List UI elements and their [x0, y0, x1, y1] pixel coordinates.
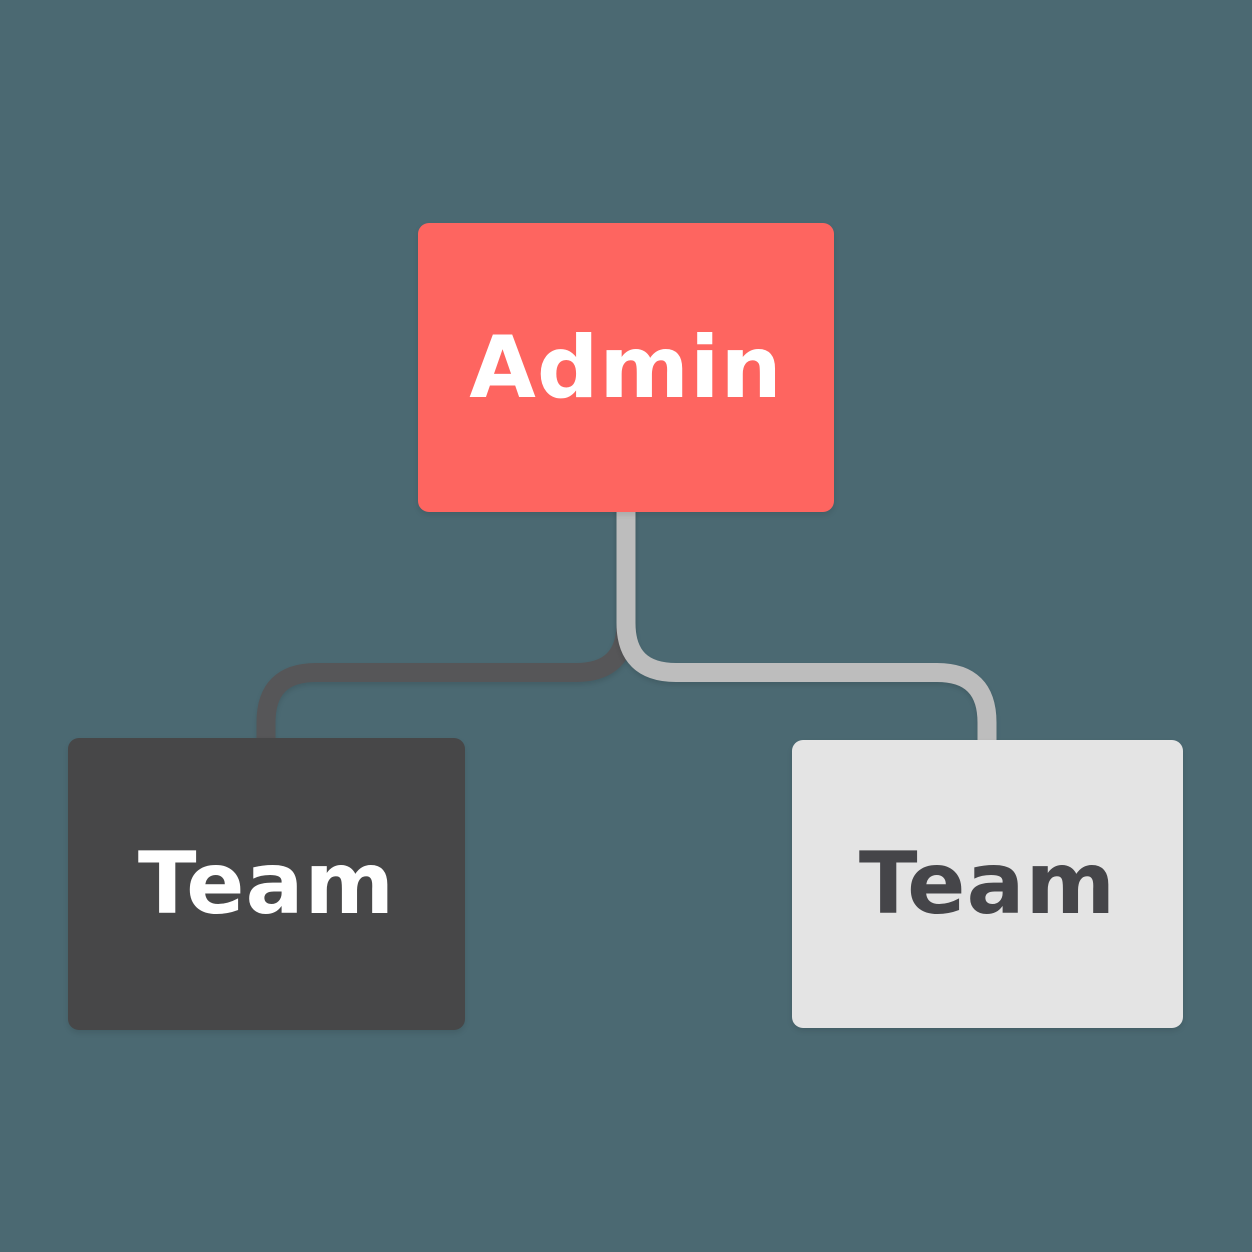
node-admin: Admin [418, 223, 834, 512]
edge-admin-to-team-left [256, 505, 636, 746]
node-admin-label: Admin [469, 317, 783, 418]
node-team-left: Team [68, 738, 465, 1030]
edge-admin-to-team-right [616, 505, 997, 748]
node-team-right: Team [792, 740, 1183, 1028]
node-team-left-label: Team [137, 834, 396, 934]
node-team-right-label: Team [858, 834, 1117, 934]
